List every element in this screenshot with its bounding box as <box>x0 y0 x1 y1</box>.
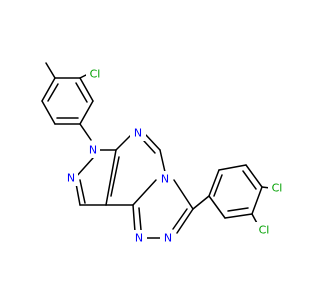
bond-cl-top <box>79 74 87 79</box>
bond-ring1-to-n <box>79 123 92 141</box>
bond-pz-c3a-c7a-dbl <box>110 156 120 197</box>
bond-ring1-e <box>41 100 56 125</box>
n-tz1-bg <box>131 230 147 246</box>
bond-ring2-a <box>208 169 220 197</box>
bond-methyl <box>45 62 56 79</box>
bond-ring1-c <box>79 100 94 125</box>
molecule-diagram: Cl N N N N N N Cl Cl <box>41 62 286 246</box>
cl-right-2-bg <box>255 222 273 238</box>
n-pm1-bg <box>130 125 146 141</box>
bond-pm-n4-c9a <box>132 179 157 206</box>
bond-pm-n-c5-dbl <box>143 140 156 154</box>
bond-pz-c3a-c7a <box>105 149 117 206</box>
bond-tz-c3-n2-dbl <box>172 208 188 230</box>
bond-pm-c5-n4 <box>159 149 166 173</box>
bond-tz-n1-c9a-dbl <box>138 207 142 231</box>
n-pm2-bg <box>157 171 173 187</box>
atom-cl-right-2: Cl <box>259 224 270 237</box>
bond-ring1-f <box>41 77 56 102</box>
bond-ring2-c-dbl <box>242 170 257 190</box>
bond-ring1-b-dbl <box>75 82 88 103</box>
bond-ring2-c <box>245 164 263 188</box>
atom-n-pyrimidine-1: N <box>134 127 142 140</box>
bond-pz-n2-c3-dbl <box>79 179 86 204</box>
bond-ring1-b <box>79 77 94 102</box>
bond-ring1-f-dbl <box>47 83 59 102</box>
bond-ring2-d <box>251 186 263 215</box>
atom-n-pyrazole-2: N <box>67 172 75 185</box>
bond-ring2-f <box>208 195 226 219</box>
cl-right-1-bg <box>268 180 286 196</box>
bond-pm-c7a-n <box>115 134 132 151</box>
atom-cl-top: Cl <box>90 68 101 81</box>
cl-top-bg <box>86 66 102 82</box>
bond-pm-n-c5 <box>145 134 161 151</box>
atom-cl-right-1: Cl <box>272 182 283 195</box>
bond-ring2-e <box>224 213 253 219</box>
bond-ring2-e-dbl <box>227 207 249 212</box>
n-tz2-bg <box>160 230 176 246</box>
bonds <box>41 62 271 239</box>
bond-ring2-a-dbl <box>213 174 223 197</box>
atom-n-triazole-1: N <box>135 232 143 245</box>
bond-ring2-b <box>218 164 247 171</box>
atom-n-pyrimidine-2: N <box>161 173 169 186</box>
atom-n-pyrazole-1: N <box>89 144 97 157</box>
n-pz1-bg <box>86 142 100 158</box>
atom-labels: Cl N N N N N N Cl Cl <box>64 66 286 246</box>
bond-tz-to-ring2 <box>192 195 210 210</box>
bond-tz-c3-n2 <box>176 208 194 234</box>
bond-tz-n1-c9a <box>132 204 136 233</box>
bond-tz-n4-c3 <box>173 179 194 210</box>
n-pz2-bg <box>64 170 78 186</box>
atom-n-triazole-2: N <box>164 232 172 245</box>
